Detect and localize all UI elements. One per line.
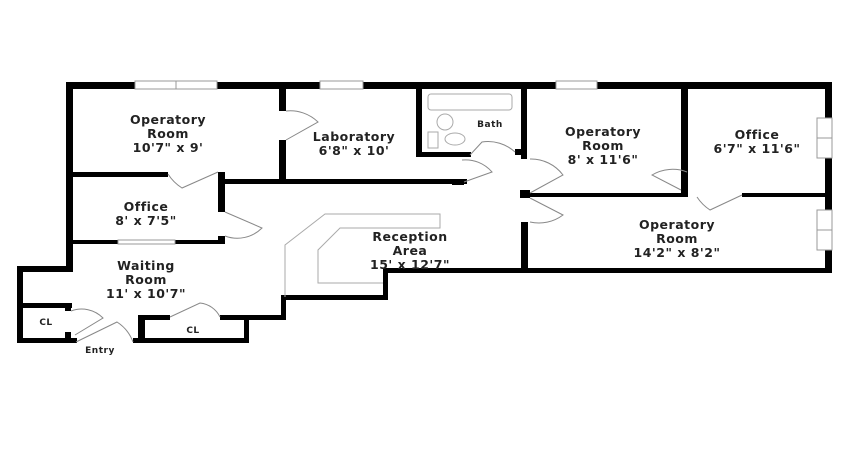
room-waiting: Waiting Room 11' x 10'7" — [106, 259, 186, 301]
reception-desk — [284, 213, 441, 297]
room-closet-1: CL — [39, 318, 52, 328]
room-size: 8' x 7'5" — [115, 213, 177, 228]
room-name: Entry — [85, 346, 115, 356]
room-office-1: Office 6'7" x 11'6" — [714, 128, 801, 156]
room-name: Laboratory — [312, 129, 396, 144]
room-office-2: Office 8' x 7'5" — [115, 200, 177, 228]
sink — [436, 113, 454, 131]
room-size: 8' x 11'6" — [567, 152, 639, 167]
room-size: 6'7" x 11'6" — [713, 141, 801, 156]
room-size: 10'7" x 9' — [132, 140, 204, 155]
windows — [117, 80, 833, 251]
room-name: Reception Area — [372, 229, 448, 258]
bath-fixtures — [427, 93, 513, 149]
room-name: Operatory Room — [129, 112, 207, 141]
room-name: Office — [123, 199, 169, 214]
room-operatory-1: Operatory Room 10'7" x 9' — [128, 113, 208, 155]
room-name: Operatory Room — [638, 217, 716, 246]
room-name: CL — [186, 326, 200, 336]
room-name: CL — [39, 318, 53, 328]
toilet — [444, 132, 466, 146]
walls — [17, 82, 832, 343]
room-name: Operatory Room — [564, 124, 642, 153]
doors — [70, 110, 743, 343]
room-name: Office — [734, 127, 780, 142]
room-name: Waiting Room — [117, 258, 175, 287]
room-bath: Bath — [477, 120, 503, 130]
room-size: 6'8" x 10' — [318, 143, 390, 158]
room-operatory-2: Operatory Room 8' x 11'6" — [563, 125, 643, 167]
bathtub — [427, 93, 513, 111]
room-laboratory: Laboratory 6'8" x 10' — [313, 130, 395, 158]
entry-label: Entry — [85, 346, 115, 356]
room-name: Bath — [477, 120, 503, 130]
room-size: 15' x 12'7" — [370, 257, 450, 272]
room-reception: Reception Area 15' x 12'7" — [370, 230, 450, 272]
room-size: 14'2" x 8'2" — [633, 245, 721, 260]
room-closet-2: CL — [186, 326, 199, 336]
room-operatory-3: Operatory Room 14'2" x 8'2" — [634, 218, 721, 260]
room-size: 11' x 10'7" — [106, 286, 186, 301]
